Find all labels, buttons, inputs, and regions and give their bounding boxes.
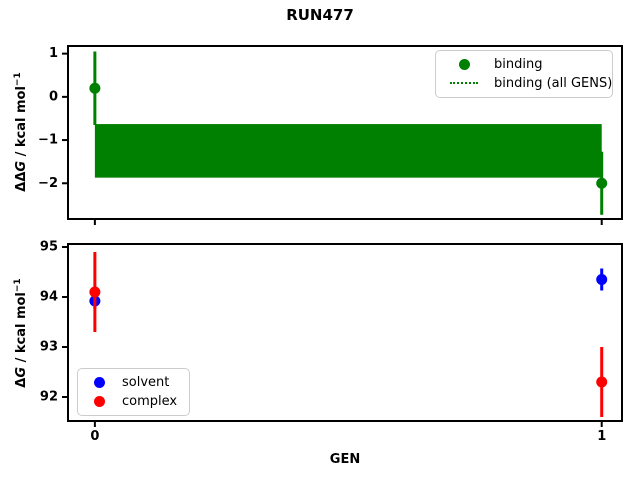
x-tick-label: 0 [90,429,99,444]
legend-entry-solvent: solvent [86,375,181,390]
legend-binding: binding binding (all GENS) [435,50,613,98]
ylabel-delta: Δ [14,377,30,388]
legend-dg: solvent complex [77,368,190,416]
y-tick-label: 94 [40,290,58,305]
legend-label: binding (all GENS) [494,75,613,91]
y-tick-label: −1 [38,133,58,148]
top-y-axis-label: ΔΔG / kcal mol−1 [13,72,29,191]
ylabel-variable: G [14,160,30,172]
plot-binding: 1 0 −1 −2 [38,45,623,225]
ylabel-unit: / kcal mol [14,292,30,367]
figure-title: RUN477 [286,6,354,24]
legend-entry-binding-all-gens: binding (all GENS) [444,76,612,91]
axes-frame [67,45,623,220]
ylabel-superscript: −1 [12,278,23,293]
data-point-solvent [596,274,608,285]
complex-dot-icon [93,395,105,407]
legend-entry-complex: complex [86,394,181,409]
solvent-dot-icon [93,377,105,389]
y-tick-label: 93 [40,340,58,355]
legend-marker-box [86,377,112,389]
data-point-binding [596,177,608,189]
dotted-line-icon [450,82,478,85]
ylabel-superscript: −1 [12,72,23,87]
legend-marker-box [86,395,112,407]
ylabel-variable: G [14,366,30,378]
y-tick-label: 0 [49,89,58,104]
axes-frame [67,243,623,422]
legend-label: solvent [122,375,170,391]
y-tick-label: −2 [38,176,58,191]
x-axis-label: GEN [329,452,361,467]
x-tick-label: 1 [597,429,606,444]
legend-label: binding [494,57,543,73]
binding-dot-icon [458,59,470,71]
y-tick-label: 95 [40,240,58,255]
y-tick-label: 1 [49,46,58,61]
data-point-complex [596,376,608,388]
bottom-y-axis-label: ΔG / kcal mol−1 [13,278,29,387]
ylabel-unit: / kcal mol [14,86,30,161]
legend-marker-box [444,59,484,71]
legend-label: complex [122,393,178,409]
legend-entry-binding: binding [444,57,604,72]
data-point-binding [89,82,101,94]
legend-marker-box [444,82,484,85]
plot-dg: 95 94 93 92 0 1 [40,240,623,444]
data-point-complex [89,286,101,298]
ylabel-delta: ΔΔ [14,171,30,192]
band-binding-all-gens- [94,124,602,178]
y-tick-label: 92 [40,390,58,405]
